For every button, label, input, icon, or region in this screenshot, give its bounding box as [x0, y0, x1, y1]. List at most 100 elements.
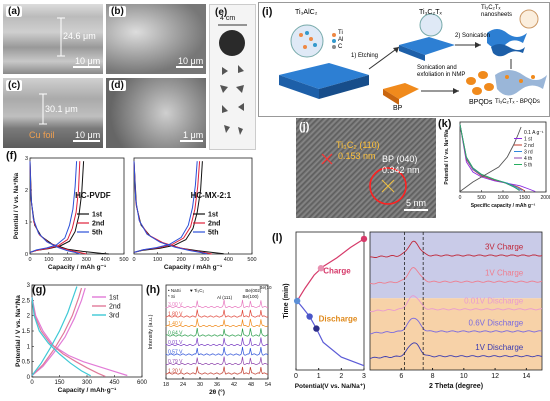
- x-axis-label: Specific capacity / mAh g⁻¹: [471, 203, 536, 209]
- x-tick-label: 300: [82, 257, 91, 263]
- discharge-curve: [296, 300, 365, 367]
- x-tick-label: 200: [177, 257, 186, 263]
- x-tick-label: 8: [431, 373, 435, 380]
- sem-panel-b: (b) 10 μm: [106, 4, 206, 74]
- x-tick-label: 6: [399, 373, 403, 380]
- series-5th-discharge: [29, 161, 80, 255]
- sem-panel-d: (d) 1 μm: [106, 78, 206, 148]
- legend-label: 3rd: [109, 313, 119, 320]
- trace-label: 1V Charge: [485, 269, 524, 278]
- xrd-trace: [165, 366, 269, 375]
- hrtem-scale-label: 5 nm: [406, 198, 427, 208]
- xrd-trace-label: 0.01 V: [168, 340, 183, 346]
- scale-label-a: 10 μm: [75, 56, 101, 66]
- trace-label: 0.01V Discharge: [464, 296, 524, 305]
- y-tick-label: 1.5: [22, 329, 31, 335]
- x-axis-label: 2 Theta (degree): [429, 383, 483, 390]
- panel-label-i: (i): [262, 6, 273, 18]
- series-2nd-discharge: [133, 161, 212, 255]
- legend-si: * Si: [168, 294, 175, 299]
- series-2nd-charge: [29, 161, 81, 253]
- thickness-label-a: 24.6 μm: [63, 31, 96, 41]
- plot-frame: [29, 157, 125, 255]
- x-tick-label: 1: [317, 373, 321, 380]
- y-axis-label: Time (min): [283, 283, 290, 318]
- scale-label-b: 10 μm: [178, 56, 204, 66]
- panel-label-g: (g): [32, 284, 47, 296]
- x-tick-label: 1500: [519, 195, 530, 201]
- series-3rd-charge: [31, 286, 78, 376]
- x-axis-label: Capacity / mAh g⁻¹: [48, 264, 106, 271]
- hrtem-panel-j: (j) Ti₃C₂ (110) 0.153 nm BP (040) 0.342 …: [296, 118, 436, 218]
- series-5th-discharge: [133, 161, 208, 255]
- series-3rd-discharge: [31, 297, 91, 377]
- x-tick-label: 300: [200, 257, 209, 263]
- legend-label: 1st: [92, 212, 103, 219]
- operando-point: [306, 313, 313, 320]
- d1-label: 0.153 nm: [338, 151, 376, 161]
- xrd-trace-label: 3.00 V: [168, 302, 183, 308]
- d2-label: 0.342 nm: [382, 165, 420, 175]
- panel-label-d: (d): [109, 80, 126, 91]
- y-tick-label: 0.5: [22, 360, 31, 366]
- legend-label: 1st: [109, 295, 118, 302]
- xrd-trace-label: 0.79 V: [168, 359, 183, 365]
- series-2nd-discharge: [31, 297, 106, 377]
- cu-foil-label: Cu foil: [29, 130, 55, 140]
- x-tick-label: 24: [180, 382, 186, 388]
- sem-panel-a: (a) 24.6 μm 10 μm: [3, 4, 103, 74]
- xrd-trace-label: 1.80 V: [168, 312, 183, 318]
- step3-label: Sonication and exfoliation in NMP: [417, 65, 466, 78]
- plot-frame: [133, 157, 253, 255]
- xrd-trace-label: 1.40 V: [168, 321, 183, 327]
- x-axis-label: 2θ (°): [209, 388, 225, 396]
- x-tick-label: 0: [459, 195, 462, 201]
- lattice2-label: BP (040): [382, 154, 418, 164]
- xrd-trace: [165, 309, 269, 318]
- y-tick-label: 3: [27, 283, 31, 289]
- series-1st-charge: [31, 287, 86, 376]
- panel-label-f: (f): [6, 150, 17, 162]
- legend-label: 5 th: [524, 163, 533, 169]
- chart-k: 0500100015002000Specific capacity / mAh …: [444, 121, 550, 209]
- legend-al: Al: [338, 37, 344, 43]
- y-tick-label: 3: [25, 156, 28, 162]
- legend-ti3c2: ♥ Ti₃C₂: [190, 288, 205, 293]
- legend-nasi: • NaSi: [168, 288, 181, 293]
- legend-label: 2 nd: [524, 143, 534, 149]
- series-5 th: [459, 124, 520, 191]
- series-2nd-charge: [31, 287, 83, 376]
- legend-c: C: [338, 44, 343, 50]
- operando-trace: [369, 267, 543, 285]
- xrd-trace: [165, 327, 269, 337]
- x-tick-label: 500: [477, 195, 486, 201]
- series-charge: [459, 126, 522, 192]
- x-tick-label: 100: [44, 257, 53, 263]
- x-tick-label: 200: [63, 257, 72, 263]
- legend-label: 2nd: [92, 221, 104, 228]
- x-tick-label: 600: [137, 380, 148, 386]
- legend-label: 1 st: [524, 137, 533, 143]
- x-tick-label: 30: [197, 382, 203, 388]
- operando-trace: [369, 295, 543, 313]
- y-tick-label: 2.5: [22, 298, 31, 304]
- legend-label: 1st: [208, 212, 219, 219]
- panel-label-k: (k): [438, 118, 452, 130]
- legend-label: 3 rd: [524, 150, 533, 156]
- series-5th-charge: [29, 161, 78, 253]
- series-2nd-charge: [133, 161, 201, 253]
- lattice1-label: Ti₃C₂ (110): [336, 140, 380, 150]
- x-tick-label: 42: [231, 382, 237, 388]
- x-tick-label: 1000: [497, 195, 508, 201]
- series-4 th: [459, 124, 521, 191]
- x-tick-label: 12: [491, 373, 499, 380]
- panel-label-j: (j): [299, 121, 310, 133]
- legend-label: 4 th: [524, 156, 533, 162]
- charge-label: Charge: [323, 266, 351, 275]
- charge-region: [370, 232, 542, 299]
- peak-label: Be(100): [243, 294, 260, 299]
